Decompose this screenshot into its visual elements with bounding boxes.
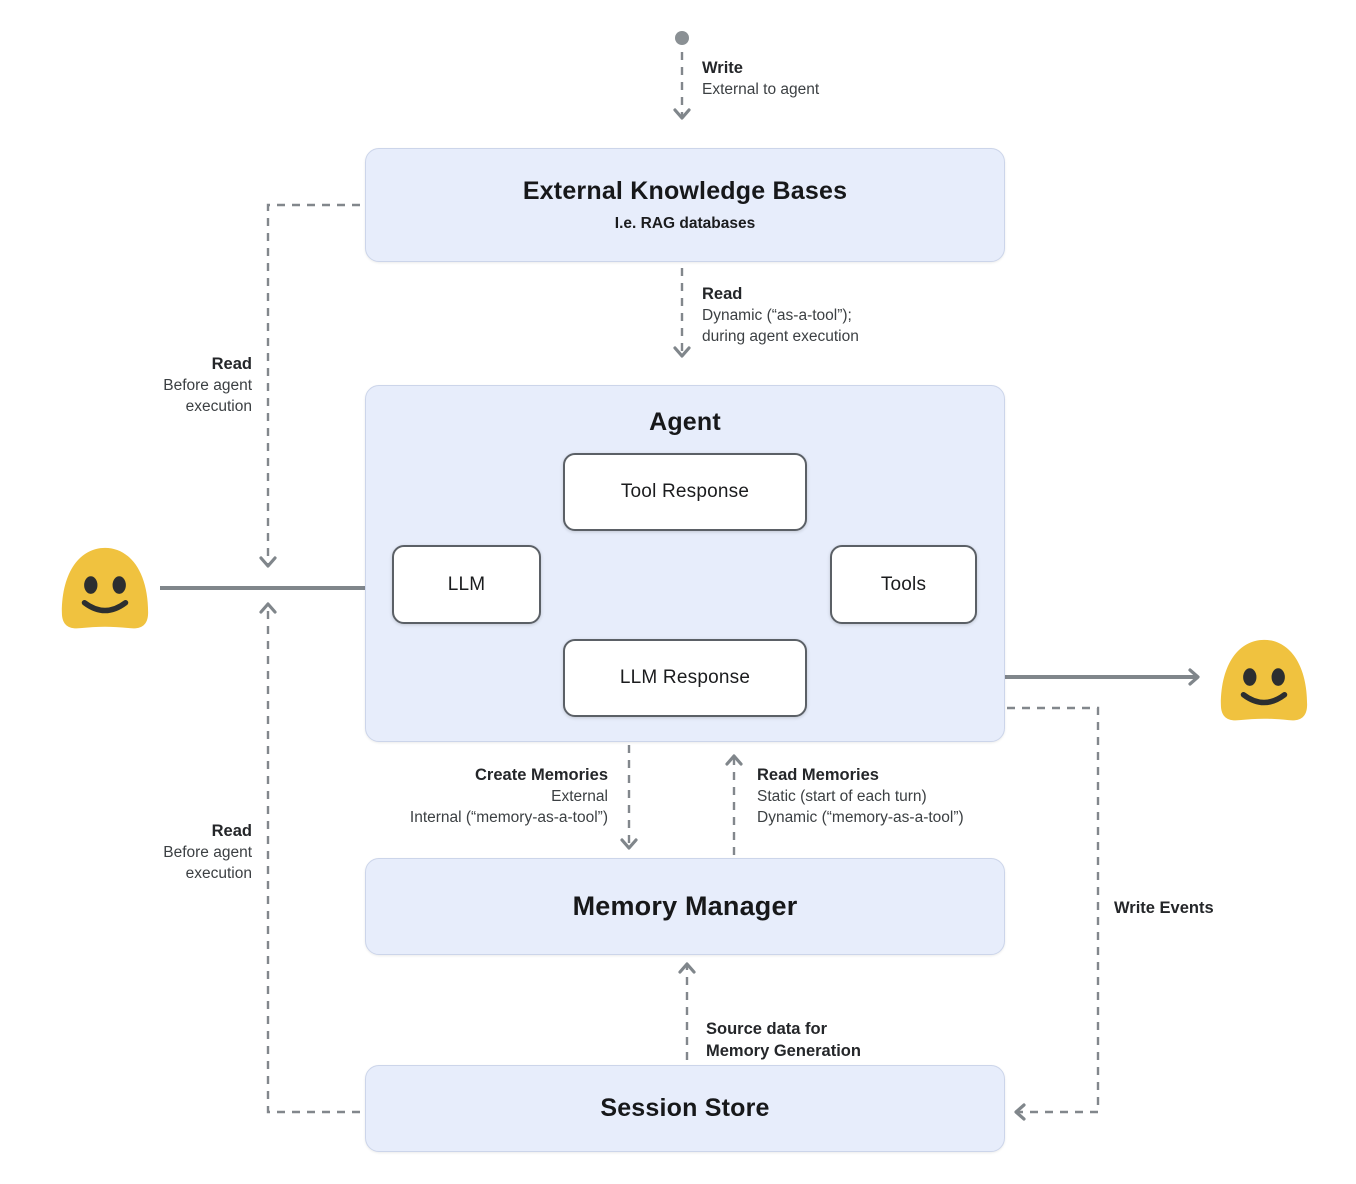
external-knowledge-bases-title: External Knowledge Bases [522,177,848,205]
read-before-bottom-line2: execution [185,865,252,882]
external-knowledge-bases-subtitle: I.e. RAG databases [614,215,756,232]
read-memories-line1: Static (start of each turn) [757,788,927,805]
memory-manager-node: Memory Manager [365,858,1005,955]
session-store-title: Session Store [600,1094,770,1122]
create-memories-title: Create Memories [475,766,608,784]
write-events-annotation: Write Events [1114,897,1214,919]
llm-response-label: LLM Response [619,667,751,688]
external-knowledge-bases-node: External Knowledge Bases I.e. RAG databa… [365,148,1005,262]
llm-response-chip: LLM Response [563,639,807,717]
read-dynamic-annotation: Read Dynamic (“as-a-tool”); during agent… [702,283,859,347]
read-before-top-annotation: Read Before agent execution [100,353,252,417]
create-memories-line2: Internal (“memory-as-a-tool”) [409,809,608,826]
tool-response-label: Tool Response [620,481,750,502]
tool-response-chip: Tool Response [563,453,807,531]
create-memories-annotation: Create Memories External Internal (“memo… [360,764,608,828]
read-memories-line2: Dynamic (“memory-as-a-tool”) [757,809,964,826]
arrow-ekb-read-before [259,203,360,568]
tools-label: Tools [880,573,927,595]
read-memories-title: Read Memories [757,766,879,784]
smiley-user-right-icon [1220,639,1308,721]
read-before-bottom-title: Read [211,822,252,840]
write-annotation-line: External to agent [702,81,820,98]
write-annotation: Write External to agent [702,57,819,100]
source-data-title2: Memory Generation [706,1042,861,1060]
write-events-title: Write Events [1114,899,1214,917]
read-dynamic-line1: Dynamic (“as-a-tool”); [702,307,852,324]
arrow-write-events [1007,706,1100,1121]
create-memories-line1: External [551,788,608,805]
read-memories-annotation: Read Memories Static (start of each turn… [757,764,964,828]
session-store-node: Session Store [365,1065,1005,1152]
agent-title: Agent [649,408,721,436]
read-before-bottom-line1: Before agent [163,844,252,861]
write-annotation-title: Write [702,59,743,77]
read-dynamic-title: Read [702,285,743,303]
llm-chip: LLM [392,545,541,624]
flow-start-dot-icon [675,31,689,45]
read-before-top-line2: execution [185,398,252,415]
smiley-user-left-icon [61,547,149,629]
read-before-bottom-annotation: Read Before agent execution [100,820,252,884]
read-before-top-line1: Before agent [163,377,252,394]
arrow-session-read-before [259,602,360,1114]
memory-manager-title: Memory Manager [572,891,798,921]
read-dynamic-line2: during agent execution [702,328,859,345]
read-before-top-title: Read [211,355,252,373]
source-data-title: Source data for [706,1020,828,1038]
tools-chip: Tools [830,545,977,624]
source-data-annotation: Source data for Memory Generation [706,1018,861,1062]
llm-label: LLM [447,573,486,595]
